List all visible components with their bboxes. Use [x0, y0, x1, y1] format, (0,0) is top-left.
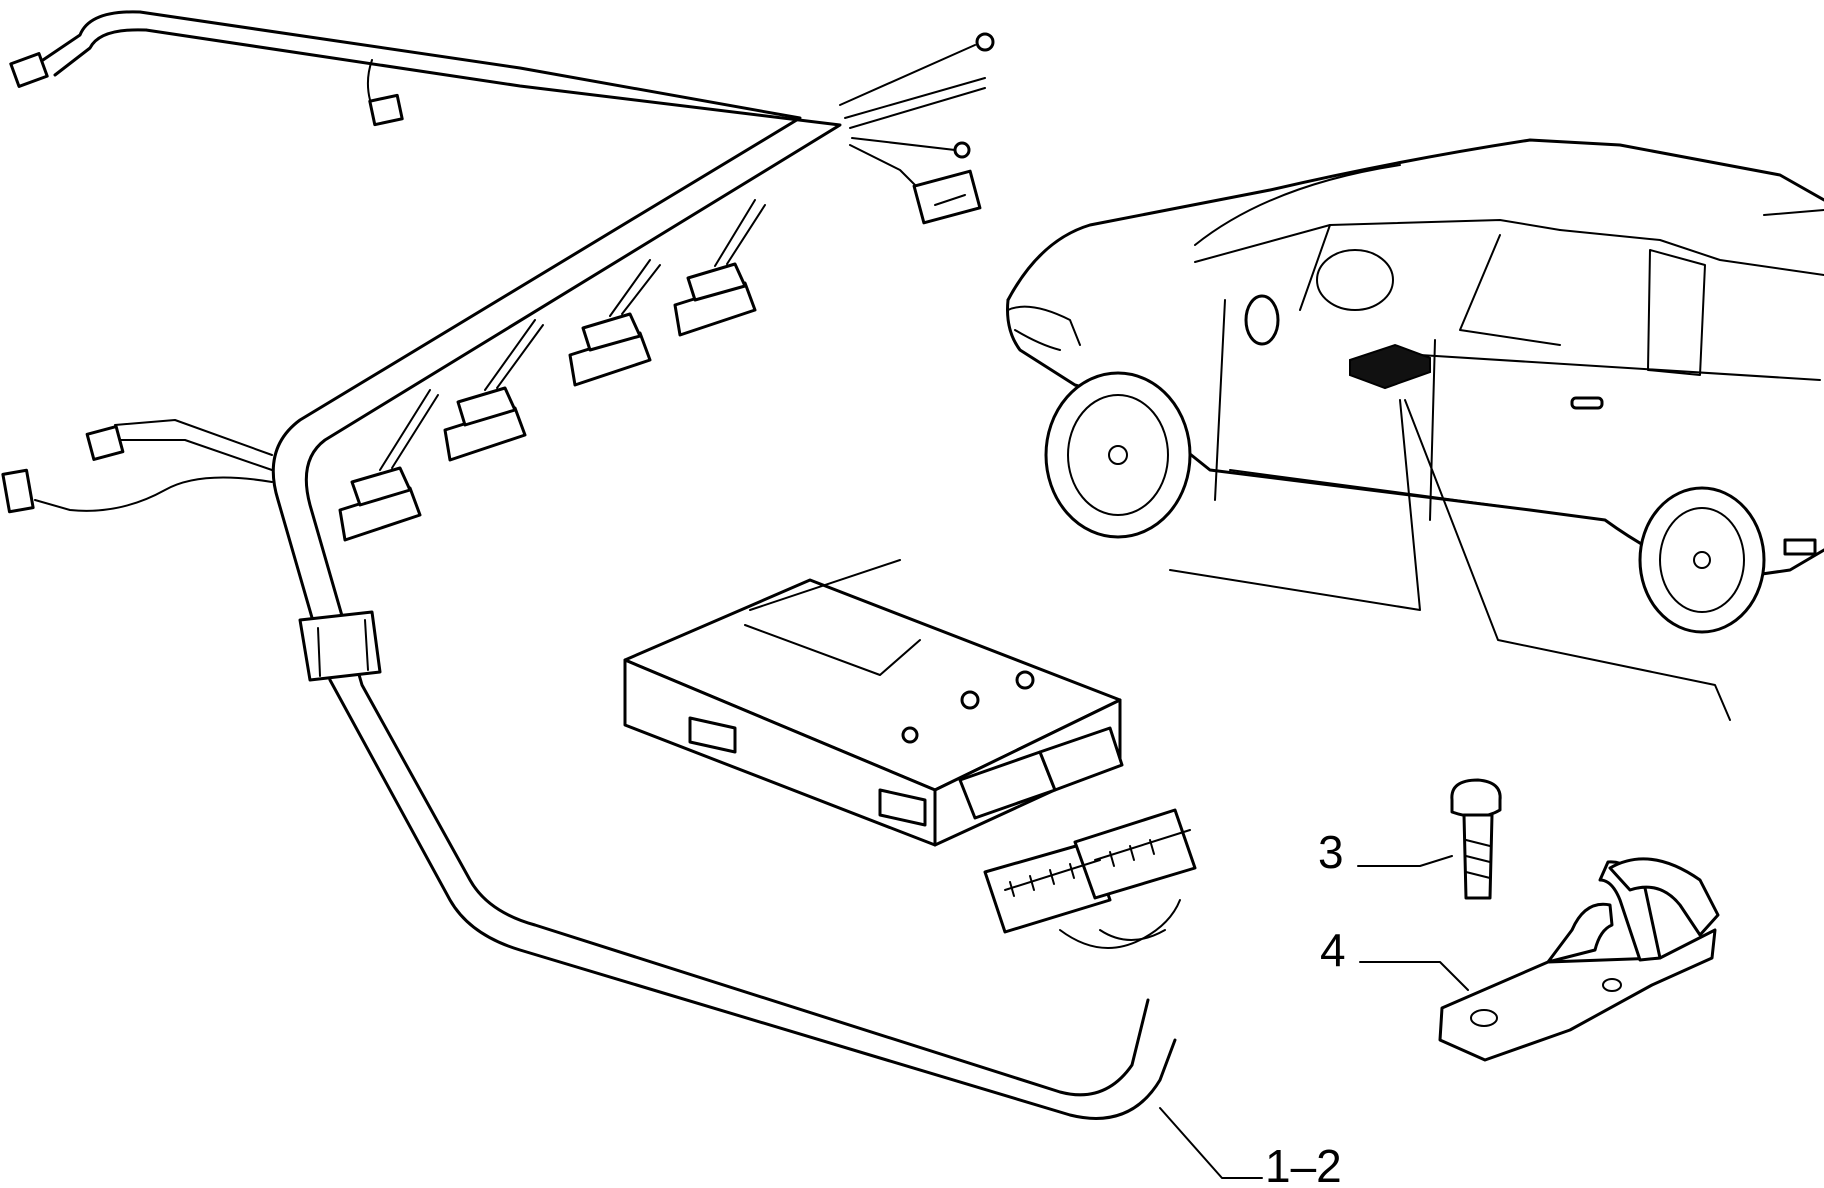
injector-connector	[673, 199, 766, 337]
callout-3: 3	[1318, 826, 1453, 878]
callout-4: 4	[1320, 924, 1469, 991]
bolt-part	[1450, 778, 1502, 900]
callout-label-3: 3	[1318, 826, 1344, 878]
harness-ecu-connector	[983, 808, 1197, 949]
ecu-location-marker	[1349, 343, 1431, 390]
bracket-part	[1438, 857, 1720, 1062]
injector-connector	[568, 259, 661, 387]
callout-1-2: 1–2	[1159, 1107, 1342, 1188]
car-illustration	[1006, 138, 1824, 721]
injector-connector	[338, 389, 439, 542]
rear-wheel	[1638, 486, 1766, 634]
wiring-harness	[1, 10, 1197, 1120]
callout-label-1-2: 1–2	[1265, 1140, 1342, 1188]
callout-label-4: 4	[1320, 924, 1346, 976]
ecu-module	[623, 559, 1124, 847]
injector-connector	[443, 319, 544, 462]
